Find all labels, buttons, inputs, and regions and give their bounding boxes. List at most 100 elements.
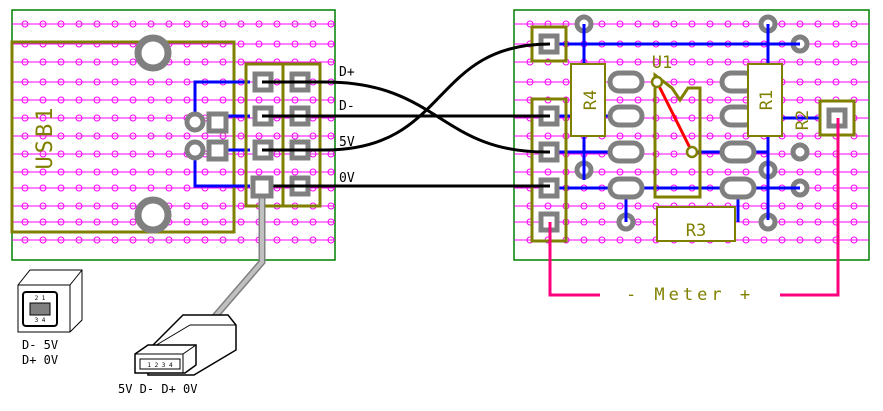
hole [634,132,642,140]
hole [93,20,101,28]
hole [75,202,83,210]
hole [796,78,804,86]
wire-5v [262,42,551,152]
hole [237,236,245,244]
hole [616,96,624,104]
hole [183,184,191,192]
hole [688,96,696,104]
hole [93,132,101,140]
hole [309,20,317,28]
hole [850,20,858,28]
hole [273,218,281,226]
u1-pads [607,70,757,200]
hole [309,218,317,226]
r4-ref-label: R4 [581,90,601,110]
hole [724,96,732,104]
hole [147,78,155,86]
hole [147,184,155,192]
usb-b-socket-legend: 2 1 3 4 D- 5V D+ 0V [17,269,83,367]
r1-ref-label: R1 [757,90,777,110]
hole [129,20,137,28]
hole [706,78,714,86]
hole [237,218,245,226]
hole [850,78,858,86]
hole [634,20,642,28]
hole [39,20,47,28]
hole [111,168,119,176]
hole [291,218,299,226]
hole [219,218,227,226]
usb-socket-outline [10,40,236,234]
hole [183,236,191,244]
hole [93,202,101,210]
hole [327,40,335,48]
hole [580,202,588,210]
left-board-outline [11,9,336,261]
hole [57,168,65,176]
hole [850,202,858,210]
hole [111,132,119,140]
hole [165,114,173,122]
hole [796,236,804,244]
hole [724,132,732,140]
hole [850,150,858,158]
hole [255,20,263,28]
hole [814,40,822,48]
hole [21,58,29,66]
hole [850,40,858,48]
hole [39,78,47,86]
hole [724,58,732,66]
hole [219,168,227,176]
hole [273,96,281,104]
hole [526,20,534,28]
hole [598,218,606,226]
hole [93,184,101,192]
hole [21,168,29,176]
hole [327,202,335,210]
hole [129,168,137,176]
component-pad [790,142,810,162]
hole [742,58,750,66]
hole [21,202,29,210]
hole [724,168,732,176]
hole [291,168,299,176]
hole [165,78,173,86]
hole [327,58,335,66]
hole [796,202,804,210]
hole [21,78,29,86]
plug-pin-strip [139,358,181,370]
hole [309,40,317,48]
hole [327,168,335,176]
hole [219,58,227,66]
hole [273,236,281,244]
hole [634,236,642,244]
hole [147,168,155,176]
hole [688,114,696,122]
hole [57,236,65,244]
hole [201,96,209,104]
hole [21,150,29,158]
cable-junction-pad [250,175,274,199]
hole [183,96,191,104]
hole [165,184,173,192]
hole [598,202,606,210]
hole [93,78,101,86]
hole [237,132,245,140]
hole [814,202,822,210]
hole [21,218,29,226]
hole [111,114,119,122]
r1-body [747,63,783,137]
socket-tongue [29,302,51,316]
hole [111,202,119,210]
hole [526,78,534,86]
hole [111,20,119,28]
hole [291,40,299,48]
diagonal-link [655,81,694,153]
hole [291,132,299,140]
hole [183,58,191,66]
wire-label-dplus: D+ [339,65,355,80]
hole [93,58,101,66]
socket-label-line1: D- 5V [22,338,58,352]
hole [778,168,786,176]
hole [57,184,65,192]
